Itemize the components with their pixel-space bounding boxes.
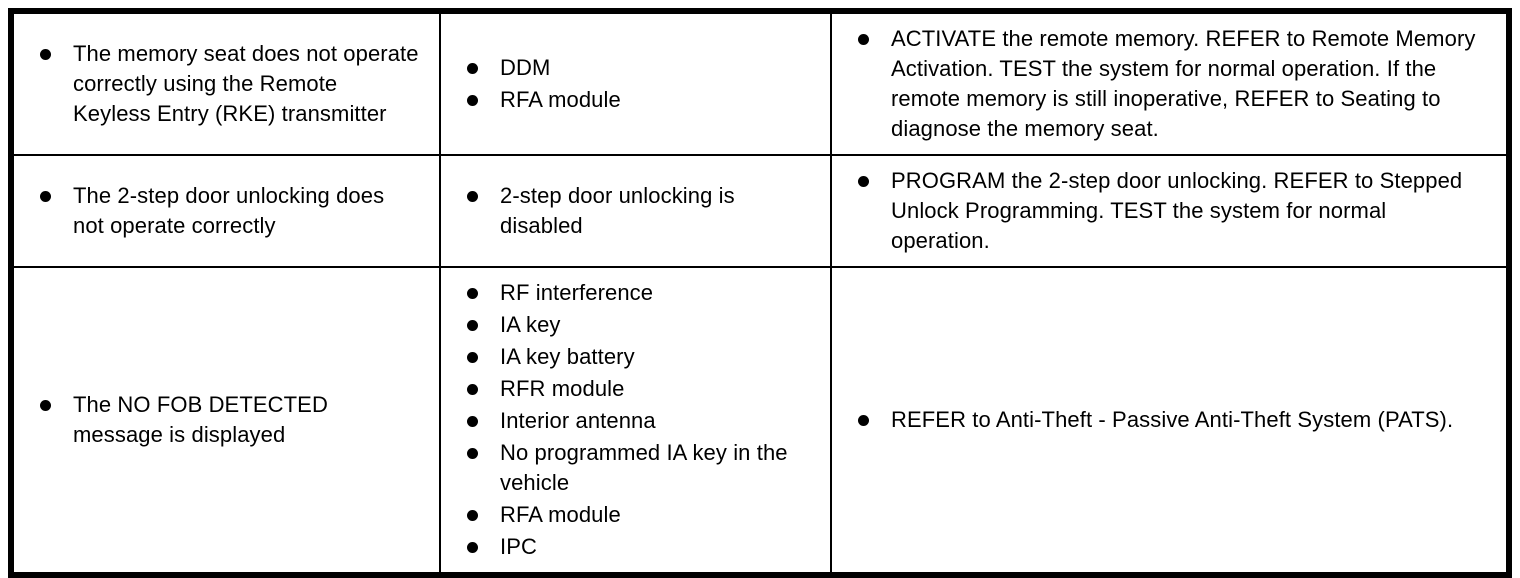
list-item: The memory seat does not operate correct… — [28, 39, 419, 129]
list-item: 2-step door unlocking is disabled — [455, 181, 810, 241]
list-item: RFA module — [455, 500, 810, 530]
bullet-icon — [467, 95, 478, 106]
list-item: RFR module — [455, 374, 810, 404]
list-item: The NO FOB DETECTED message is displayed — [28, 390, 419, 450]
source-text: RFA module — [500, 502, 621, 527]
source-text: RFA module — [500, 87, 621, 112]
source-text: No programmed IA key in the vehicle — [500, 440, 788, 495]
source-text: RF interference — [500, 280, 654, 305]
possible-sources-cell: DDM RFA module — [439, 10, 832, 156]
bullet-icon — [467, 384, 478, 395]
bullet-icon — [467, 320, 478, 331]
list-item: The 2-step door unlocking does not opera… — [28, 181, 419, 241]
source-text: RFR module — [500, 376, 625, 401]
source-text: 2-step door unlocking is disabled — [500, 183, 735, 238]
action-text: REFER to Anti-Theft - Passive Anti-Theft… — [891, 407, 1454, 432]
symptom-text: The NO FOB DETECTED message is displayed — [73, 392, 328, 447]
bullet-icon — [467, 448, 478, 459]
possible-sources-cell: RF interference IA key IA key battery RF… — [439, 266, 832, 576]
list-item: PROGRAM the 2-step door unlocking. REFER… — [846, 166, 1486, 256]
source-text: IPC — [500, 534, 537, 559]
bullet-icon — [467, 542, 478, 553]
possible-sources-cell: 2-step door unlocking is disabled — [439, 154, 832, 268]
bullet-icon — [40, 400, 51, 411]
symptom-text: The 2-step door unlocking does not opera… — [73, 183, 385, 238]
list-item: ACTIVATE the remote memory. REFER to Rem… — [846, 24, 1486, 144]
list-item: REFER to Anti-Theft - Passive Anti-Theft… — [846, 405, 1486, 435]
diagnostic-table: The memory seat does not operate correct… — [8, 8, 1512, 578]
document-page: The memory seat does not operate correct… — [8, 8, 1512, 578]
list-item: IPC — [455, 532, 810, 562]
bullet-icon — [858, 176, 869, 187]
bullet-icon — [467, 510, 478, 521]
table-row: The memory seat does not operate correct… — [10, 10, 1510, 156]
symptom-cell: The memory seat does not operate correct… — [10, 10, 441, 156]
source-text: IA key battery — [500, 344, 635, 369]
list-item: No programmed IA key in the vehicle — [455, 438, 810, 498]
action-text: PROGRAM the 2-step door unlocking. REFER… — [891, 168, 1463, 253]
list-item: Interior antenna — [455, 406, 810, 436]
bullet-icon — [40, 49, 51, 60]
action-text: ACTIVATE the remote memory. REFER to Rem… — [891, 26, 1476, 141]
source-text: DDM — [500, 55, 551, 80]
bullet-icon — [858, 34, 869, 45]
symptom-cell: The 2-step door unlocking does not opera… — [10, 154, 441, 268]
bullet-icon — [467, 288, 478, 299]
table-row: The NO FOB DETECTED message is displayed… — [10, 266, 1510, 576]
bullet-icon — [40, 191, 51, 202]
bullet-icon — [467, 63, 478, 74]
action-cell: PROGRAM the 2-step door unlocking. REFER… — [830, 154, 1510, 268]
source-text: Interior antenna — [500, 408, 656, 433]
list-item: IA key battery — [455, 342, 810, 372]
symptom-cell: The NO FOB DETECTED message is displayed — [10, 266, 441, 576]
action-cell: ACTIVATE the remote memory. REFER to Rem… — [830, 10, 1510, 156]
list-item: IA key — [455, 310, 810, 340]
list-item: DDM — [455, 53, 810, 83]
list-item: RFA module — [455, 85, 810, 115]
action-cell: REFER to Anti-Theft - Passive Anti-Theft… — [830, 266, 1510, 576]
source-text: IA key — [500, 312, 561, 337]
symptom-text: The memory seat does not operate correct… — [73, 41, 419, 126]
bullet-icon — [858, 415, 869, 426]
bullet-icon — [467, 352, 478, 363]
table-row: The 2-step door unlocking does not opera… — [10, 154, 1510, 268]
list-item: RF interference — [455, 278, 810, 308]
bullet-icon — [467, 416, 478, 427]
bullet-icon — [467, 191, 478, 202]
